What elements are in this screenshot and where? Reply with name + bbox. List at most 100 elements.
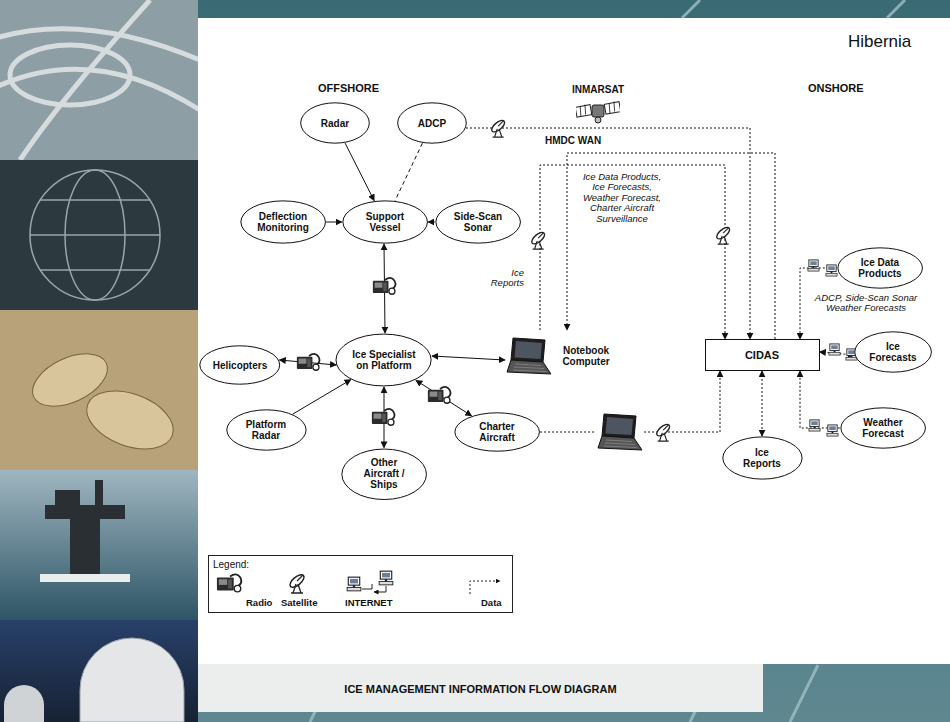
legend-text: Satellite [281, 598, 317, 608]
text-label: ADCP, Side-Scan Sonar Weather Forecasts [810, 293, 922, 314]
node-label: Radar [321, 118, 349, 129]
ellipse-node: Ice Data Products [837, 247, 923, 289]
text-label: INMARSAT [572, 84, 624, 95]
legend-internet-sample [347, 577, 361, 591]
ellipse-shape [226, 410, 305, 450]
ellipse-shape [336, 334, 431, 386]
ellipse-shape [436, 201, 521, 243]
ellipse-shape [841, 408, 926, 448]
radio-link [293, 380, 351, 415]
ellipse-shape [398, 103, 467, 143]
data-link [762, 371, 763, 436]
satellite-dish [530, 230, 547, 249]
radio-link [416, 380, 472, 416]
internet-symbol [809, 420, 820, 431]
ellipse-node: ADCP [397, 102, 467, 144]
text-label: HMDC WAN [545, 135, 601, 146]
radio-symbol [428, 387, 451, 403]
ellipse-node: Weather Forecast [840, 407, 926, 449]
node-label: ADCP [418, 118, 446, 129]
ellipse-shape [301, 103, 370, 143]
radio-link [345, 143, 374, 201]
node-label: Weather Forecast [854, 417, 912, 439]
laptop-ground [596, 413, 642, 451]
node-label: Helicopters [213, 360, 267, 371]
radio-link [432, 356, 505, 360]
text-label: OFFSHORE [318, 82, 379, 94]
radio-link [428, 222, 435, 223]
node-text: CIDAS [745, 349, 779, 361]
radio-symbol [372, 409, 395, 425]
ellipse-node: Ice Reports [722, 436, 803, 480]
notebook-computer: Notebook Computer [505, 330, 623, 382]
node-label: Ice Forecasts [867, 341, 919, 363]
ellipse-node: Radar [300, 102, 370, 144]
ellipse-node: Support Vessel [342, 200, 428, 244]
node-label: Ice Specialist on Platform [351, 349, 417, 371]
ellipse-shape [241, 201, 326, 243]
data-link [540, 165, 725, 339]
text-label: Hibernia [848, 33, 911, 52]
node-label: Platform Radar [239, 419, 293, 441]
node-text: Ice Reports [735, 447, 789, 469]
radio-link [326, 222, 342, 223]
legend-radio-sample [217, 574, 241, 592]
radio-symbol [297, 354, 320, 370]
legend-frame [209, 556, 513, 613]
satellite-symbol [575, 102, 621, 123]
satellite-dish [490, 118, 507, 137]
node-text: Other Aircraft / Ships [355, 457, 413, 490]
legend-satellite-sample [288, 572, 306, 593]
node-label: Side-Scan Sonar [449, 211, 507, 233]
ellipse-shape [342, 449, 427, 499]
ellipse-node: Platform Radar [226, 409, 307, 451]
ellipse-node: Charter Aircraft [454, 412, 540, 452]
node-text: Side-Scan Sonar [449, 211, 507, 233]
data-link [567, 153, 775, 339]
node-text: Ice Forecasts [867, 341, 919, 363]
text-label: Ice Data Products, Ice Forecasts, Weathe… [578, 172, 666, 224]
laptop-symbol [505, 336, 551, 376]
text-label: Legend: [213, 559, 249, 570]
ellipse-shape [200, 346, 280, 384]
internet-symbol [827, 425, 838, 436]
text-label: ONSHORE [808, 82, 864, 94]
node-label: Deflection Monitoring [254, 211, 312, 233]
node-text: Deflection Monitoring [254, 211, 312, 233]
node-text: Notebook Computer [555, 345, 617, 367]
internet-symbol [829, 344, 840, 355]
text-label: Ice Reports [484, 268, 524, 289]
data-link [395, 143, 422, 200]
internet-symbol [826, 265, 837, 276]
ellipse-node: Ice Forecasts [854, 331, 932, 373]
satellite-dish [715, 225, 732, 244]
node-text: Weather Forecast [854, 417, 912, 439]
node-text: Radar [321, 118, 349, 129]
node-label: Ice Data Products [851, 257, 909, 279]
node-text: Platform Radar [239, 419, 293, 441]
satellite-dish [655, 422, 672, 441]
node-label: Support Vessel [356, 211, 414, 233]
node-text: Support Vessel [356, 211, 414, 233]
ellipse-shape [455, 413, 540, 451]
node-label: CIDAS [745, 349, 779, 361]
ellipse-shape [343, 201, 428, 243]
ellipse-node: Deflection Monitoring [240, 200, 326, 244]
legend-text: Radio [246, 598, 272, 608]
legend-text: Data [481, 598, 502, 608]
legend-data-sample [470, 581, 500, 594]
node-text: Charter Aircraft [468, 421, 526, 443]
legend-internet-arrows [362, 584, 386, 592]
process-box: CIDAS [705, 339, 820, 371]
node-label: Ice Reports [735, 447, 789, 469]
ellipse-node: Side-Scan Sonar [435, 200, 521, 244]
ellipse-node: Other Aircraft / Ships [341, 448, 427, 501]
node-text: Ice Data Products [851, 257, 909, 279]
ellipse-node: Ice Specialist on Platform [335, 333, 432, 387]
internet-symbol [808, 260, 819, 271]
radio-symbol [373, 278, 396, 294]
node-label: Notebook Computer [555, 345, 617, 367]
ellipse-shape [722, 437, 801, 479]
legend-internet-sample [379, 571, 393, 585]
ellipse-shape [838, 248, 923, 288]
